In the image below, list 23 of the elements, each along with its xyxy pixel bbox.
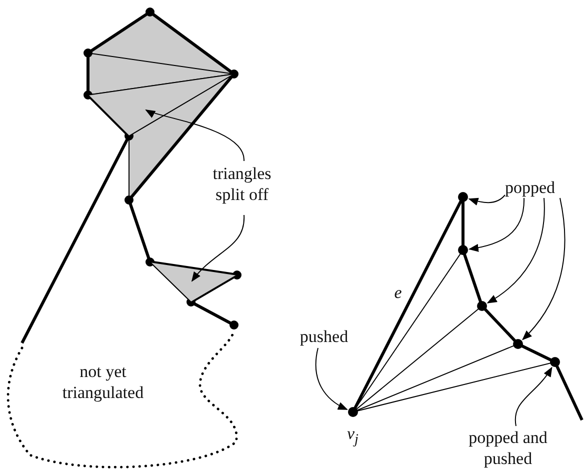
vertex-dot (550, 357, 560, 367)
shaded-triangle (148, 261, 238, 303)
leader-arrow (468, 198, 524, 252)
vertex-dot (458, 245, 468, 255)
edge-name-label: e (393, 282, 403, 303)
leader-arrow (468, 194, 506, 206)
vertex-dot (348, 407, 358, 417)
vertex-dot (513, 339, 523, 349)
annotation-text: popped and pushed (452, 427, 564, 469)
shaded-triangle (86, 74, 234, 137)
leader-arrow (522, 198, 566, 340)
annotation-text: pushed (296, 326, 352, 347)
region-label: not yet triangulated (61, 361, 145, 403)
annotation-text: triangles split off (200, 163, 284, 205)
leader-arrow (315, 348, 348, 410)
leader-arrow (145, 110, 244, 162)
vertex-label: v$_{j}$ (347, 423, 358, 450)
leader-arrow (191, 214, 244, 282)
vertex-dot (458, 192, 468, 202)
annotation-text: popped (495, 177, 565, 198)
leader-arrow (514, 366, 552, 426)
vertex-dot (477, 301, 487, 311)
leader-arrow (486, 198, 545, 304)
